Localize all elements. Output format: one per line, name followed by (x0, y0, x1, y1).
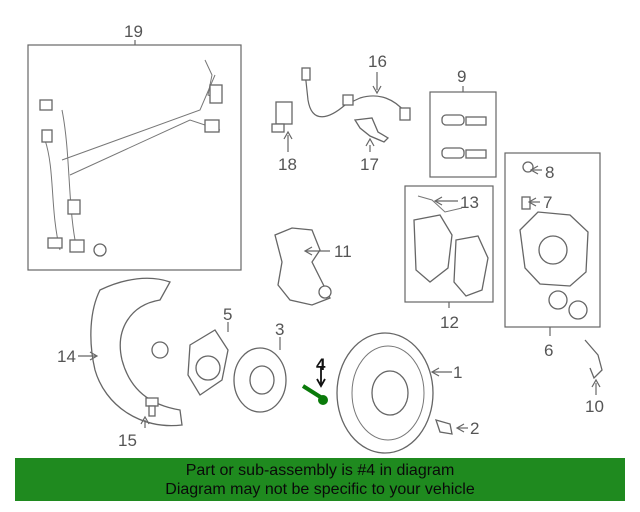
brake-hose (301, 67, 411, 121)
brake-rotor (336, 332, 434, 454)
shield-bolt (145, 397, 159, 417)
banner-line-1: Part or sub-assembly is #4 in diagram (185, 462, 455, 479)
callout-16: 16 (368, 52, 387, 71)
callout-18: 18 (278, 155, 297, 174)
banner-line-2: Diagram may not be specific to your vehi… (165, 481, 475, 498)
callout-2: 2 (470, 419, 479, 438)
callout-6: 6 (544, 341, 553, 360)
splash-shield (90, 277, 183, 427)
callout-14: 14 (57, 347, 76, 366)
callout-15: 15 (118, 431, 137, 450)
info-banner: Part or sub-assembly is #4 in diagram Di… (15, 458, 625, 501)
callout-19: 19 (124, 22, 143, 41)
brake-pad-set (404, 185, 494, 303)
guide-pin-kit (429, 86, 497, 178)
callout-11: 11 (334, 242, 352, 261)
wheel-speed-sensor (271, 101, 293, 133)
caliper-bracket (274, 227, 332, 306)
wiring-harness (27, 40, 242, 271)
hub-bearing (233, 347, 287, 413)
callout-8: 8 (545, 163, 554, 182)
callout-10: 10 (585, 397, 604, 416)
callout-4: 4 (316, 355, 326, 374)
hub-bolt-highlighted (301, 384, 328, 405)
callout-5: 5 (223, 305, 232, 324)
callout-7: 7 (543, 193, 552, 212)
brake-caliper (504, 152, 601, 328)
wheel-hub-flange (187, 329, 229, 396)
hose-bracket (353, 117, 390, 143)
callout-9: 9 (457, 67, 466, 86)
rotor-screw (434, 419, 453, 435)
callout-12: 12 (440, 313, 459, 332)
callout-1: 1 (453, 363, 462, 382)
callout-3: 3 (275, 320, 284, 339)
callout-13: 13 (460, 193, 479, 212)
callout-17: 17 (360, 155, 379, 174)
anti-rattle-spring (584, 339, 603, 380)
parts-diagram: 19 16 18 17 9 11 (27, 22, 604, 454)
